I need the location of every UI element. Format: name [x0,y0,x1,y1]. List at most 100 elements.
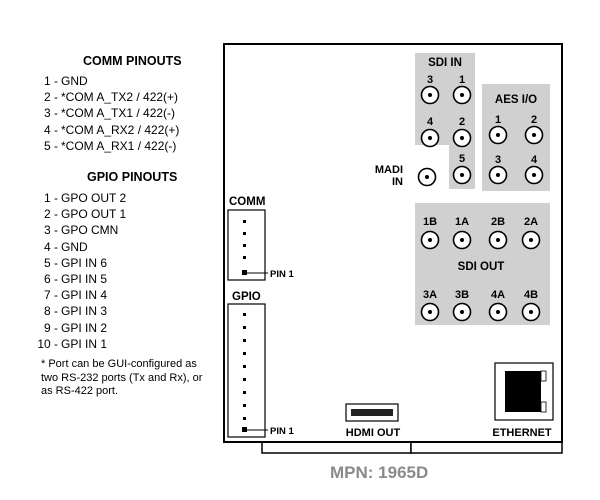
gpio-pin-number: 5 - [43,255,58,270]
comm-pin-number: 4 - [43,122,58,137]
gpio-pin-item: 2 -GPO OUT 1 [36,206,126,222]
comm-pin-label: *COM A_TX1 / 422(-) [61,106,176,121]
connector-pin [243,417,246,420]
sdi-in-port-label: 2 [459,116,465,128]
comm-pin-item: 3 -*COM A_TX1 / 422(-) [36,105,179,121]
comm-connector-pins [243,220,246,259]
bnc-center-pin [460,93,464,97]
hdmi-out-label: HDMI OUT [346,427,401,439]
connector-pin [243,326,246,329]
ethernet-jack [505,371,541,412]
comm-pin-label: *COM A_TX2 / 422(+) [61,90,179,105]
bnc-center-pin [460,310,464,314]
gpio-pin-label: GPI IN 5 [61,272,108,287]
bnc-center-pin [496,310,500,314]
gpio-pin-item: 6 -GPI IN 5 [36,271,126,287]
sdi-out-port-label: 2A [524,216,538,228]
gpio-pin1-label: PIN 1 [270,426,294,437]
connector-pin [243,220,246,223]
ethernet-label: ETHERNET [492,427,552,439]
sdi-out-port-label: 3A [423,289,437,301]
connector-pin [243,404,246,407]
bnc-center-pin [460,136,464,140]
gpio-pin-number: 10 - [37,336,58,351]
bnc-center-pin [532,133,536,137]
sdi-out-port-label: 4B [524,289,538,301]
connector-pin [243,256,246,259]
connector-pin [243,244,246,247]
aes-io-port-label: 3 [495,154,501,166]
bnc-center-pin [529,310,533,314]
gpio-pin-number: 4 - [43,239,58,254]
sdi-in-title: SDI IN [428,57,462,69]
gpio-pin-label: GPI IN 3 [61,304,108,319]
gpio-pinouts-title: GPIO PINOUTS [87,170,178,184]
gpio-pin-number: 1 - [43,191,58,205]
connector-pin [243,391,246,394]
comm-pin-number: 5 - [43,138,58,153]
comm-pin-label: *COM A_RX2 / 422(+) [61,122,180,137]
bnc-center-pin [428,310,432,314]
bnc-center-pin [425,175,429,179]
gpio-pin-number: 2 - [43,207,58,222]
gpio-pin-number: 3 - [43,223,58,238]
gpio-pin-label: GPO OUT 2 [61,191,127,205]
bnc-center-pin [428,238,432,242]
comm-pin-number: 3 - [43,106,58,121]
bnc-center-pin [529,238,533,242]
gpio-pin-label: GPI IN 4 [61,288,108,303]
sdi-out-port-label: 1A [455,216,469,228]
gpio-pin-item: 1 -GPO OUT 2 [36,190,126,206]
comm-pin-item: 1 -GND [36,73,179,89]
comm-pinouts-title: COMM PINOUTS [83,54,182,68]
bnc-center-pin [532,173,536,177]
comm-connector-label: COMM [229,196,265,208]
sdi-out-port-label: 3B [455,289,469,301]
comm-pin-item: 5 -*COM A_RX1 / 422(-) [36,138,179,154]
aes-io-port-label: 2 [531,114,537,126]
gpio-pin-item: 4 -GND [36,239,126,255]
gpio-connector-label: GPIO [232,291,261,303]
gpio-pin-item: 9 -GPI IN 2 [36,320,126,336]
gpio-pin-number: 8 - [43,304,58,319]
aes-io-title: AES I/O [495,94,537,106]
gpio-pin-label: GPO CMN [61,223,119,238]
comm-pin-item: 2 -*COM A_TX2 / 422(+) [36,89,179,105]
gpio-connector-pins [243,313,246,420]
gpio-pin1-marker [242,427,247,432]
connector-pin [243,352,246,355]
bnc-center-pin [428,136,432,140]
sdi-out-title: SDI OUT [458,261,505,273]
sdi-in-port-label: 3 [427,74,433,86]
comm-pin-label: GND [61,74,88,88]
comm-pin-label: *COM A_RX1 / 422(-) [61,138,177,153]
comm-connector [227,209,266,281]
bnc-connectors [417,85,544,322]
gpio-pin-label: GPO OUT 1 [61,207,127,222]
bnc-center-pin [460,173,464,177]
aes-io-port-label: 4 [531,154,538,166]
sdi-in-port-label: 4 [427,116,434,128]
ethernet-led-top [540,370,547,382]
bnc-center-pin [496,238,500,242]
bnc-center-pin [496,133,500,137]
hdmi-connector-slot [351,409,393,416]
gpio-pin-item: 3 -GPO CMN [36,222,126,238]
connector-pin [243,313,246,316]
bnc-center-pin [496,173,500,177]
sdi-out-port-label: 1B [423,216,437,228]
sdi-in-port-label: 5 [459,153,465,165]
comm-pin1-label: PIN 1 [270,269,294,280]
comm-pin1-marker [242,270,247,275]
gpio-pin-label: GPI IN 1 [61,336,108,351]
gpio-pin-label: GND [61,239,88,254]
gpio-pin-number: 6 - [43,272,58,287]
connector-pin [243,365,246,368]
sdi-out-port-label: 4A [491,289,505,301]
gpio-pin-item: 8 -GPI IN 3 [36,303,126,319]
comm-pin-number: 1 - [43,74,58,88]
gpio-pin-label: GPI IN 2 [61,320,108,335]
